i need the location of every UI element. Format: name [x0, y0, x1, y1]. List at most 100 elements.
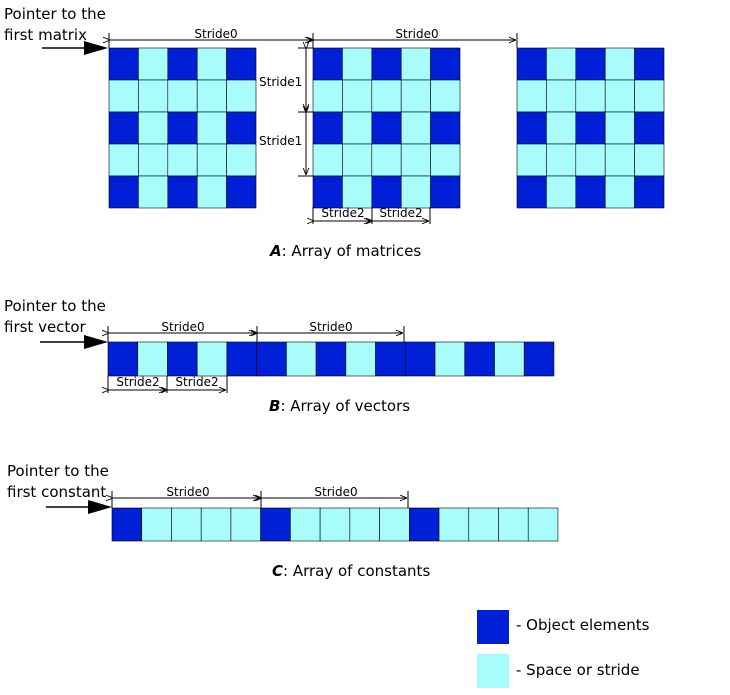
stride-cell	[196, 175, 227, 209]
element-cell	[404, 341, 436, 377]
stride-cell	[200, 507, 232, 542]
stride-cell	[400, 143, 431, 177]
stride-cell	[634, 79, 665, 113]
element-cell	[375, 341, 406, 377]
element-cell	[516, 111, 547, 145]
element-cell	[634, 111, 665, 145]
element-cell	[371, 47, 402, 81]
stride1-label-a1: Stride1	[259, 75, 302, 89]
matrix-3	[516, 47, 665, 209]
stride-cell	[430, 79, 461, 113]
stride0-dimension-a1: Stride0	[109, 27, 312, 48]
stride-cell	[342, 111, 373, 145]
element-cell	[108, 175, 139, 209]
stride-cell	[319, 507, 351, 542]
element-cell	[226, 175, 257, 209]
element-cell	[371, 175, 402, 209]
stride-cell	[400, 175, 431, 209]
stride-cell	[379, 507, 410, 542]
element-cell	[111, 507, 143, 542]
pointer-label-a-line1: Pointer to the	[4, 5, 106, 23]
section-c: Pointer to the first constant Stride0 St…	[7, 462, 559, 580]
element-cell	[634, 47, 665, 81]
stride-cell	[527, 507, 559, 542]
stride-cell	[312, 143, 343, 177]
legend-swatch-stride	[477, 654, 509, 688]
stride-cell	[604, 47, 635, 81]
caption-b-text: : Array of vectors	[280, 397, 410, 415]
stride-cell	[438, 507, 470, 542]
element-cell	[107, 341, 139, 377]
stride2-label-a2: Stride2	[379, 206, 422, 220]
element-cell	[312, 111, 343, 145]
stride-cell	[230, 507, 261, 542]
stride-cell	[342, 79, 373, 113]
stride0-label-c2: Stride0	[314, 485, 357, 499]
element-cell	[575, 175, 606, 209]
pointer-label-c-line2: first constant	[7, 483, 106, 501]
stride-cell	[468, 507, 499, 542]
stride-cell	[400, 47, 431, 81]
stride-cell	[546, 175, 577, 209]
element-cell	[408, 507, 440, 542]
pointer-label-a-line2: first matrix	[4, 26, 87, 44]
caption-c-letter: C	[272, 562, 283, 580]
stride-cell	[434, 341, 466, 377]
pointer-arrow-c	[46, 500, 112, 514]
legend-label-element: - Object elements	[516, 616, 650, 634]
element-cell	[430, 175, 461, 209]
element-cell	[108, 47, 139, 81]
stride-cell	[141, 507, 172, 542]
element-cell	[516, 175, 547, 209]
stride-cell	[546, 79, 577, 113]
stride-cell	[342, 143, 373, 177]
element-cell	[312, 47, 343, 81]
element-cell	[226, 341, 257, 377]
pointer-label-b-line1: Pointer to the	[4, 297, 106, 315]
stride0-label-a1: Stride0	[194, 27, 237, 41]
element-cell	[634, 175, 665, 209]
matrix-1	[108, 47, 257, 209]
caption-a-letter: A	[269, 242, 282, 260]
element-cell	[167, 175, 198, 209]
pointer-label-b-line2: first vector	[4, 318, 86, 336]
stride-cell	[575, 79, 606, 113]
stride0-dimension-c: Stride0 Stride0	[112, 485, 409, 508]
stride-cell	[226, 79, 257, 113]
stride1-dimension-a: Stride1 Stride1	[257, 48, 313, 177]
stride-cell	[226, 143, 257, 177]
legend-swatch-element	[477, 610, 509, 644]
caption-c: C: Array of constants	[272, 562, 430, 580]
stride-cell	[286, 341, 317, 377]
stride-cell	[604, 79, 635, 113]
stride2-label-a1: Stride2	[321, 206, 364, 220]
element-cell	[516, 47, 547, 81]
stride-cell	[604, 175, 635, 209]
stride-cell	[345, 341, 376, 377]
stride-cell	[196, 111, 227, 145]
stride-cell	[137, 341, 168, 377]
stride-cell	[371, 143, 402, 177]
caption-b: B: Array of vectors	[269, 397, 410, 415]
caption-b-letter: B	[269, 397, 280, 415]
element-cell	[430, 111, 461, 145]
stride-cell	[604, 143, 635, 177]
stride-cell	[400, 111, 431, 145]
element-cell	[167, 111, 198, 145]
caption-a: A: Array of matrices	[269, 242, 421, 260]
element-cell	[575, 111, 606, 145]
stride0-label-b2: Stride0	[309, 320, 352, 334]
stride-cell	[108, 143, 139, 177]
stride-cell	[138, 47, 169, 81]
stride-cell	[371, 79, 402, 113]
stride-cell	[494, 341, 525, 377]
stride-cell	[342, 175, 373, 209]
legend: - Object elements - Space or stride	[477, 610, 650, 688]
pointer-label-c-line1: Pointer to the	[7, 462, 109, 480]
stride-cell	[498, 507, 529, 542]
legend-label-stride: - Space or stride	[516, 661, 640, 679]
stride-cell	[196, 143, 227, 177]
stride-cell	[516, 143, 547, 177]
element-cell	[464, 341, 495, 377]
